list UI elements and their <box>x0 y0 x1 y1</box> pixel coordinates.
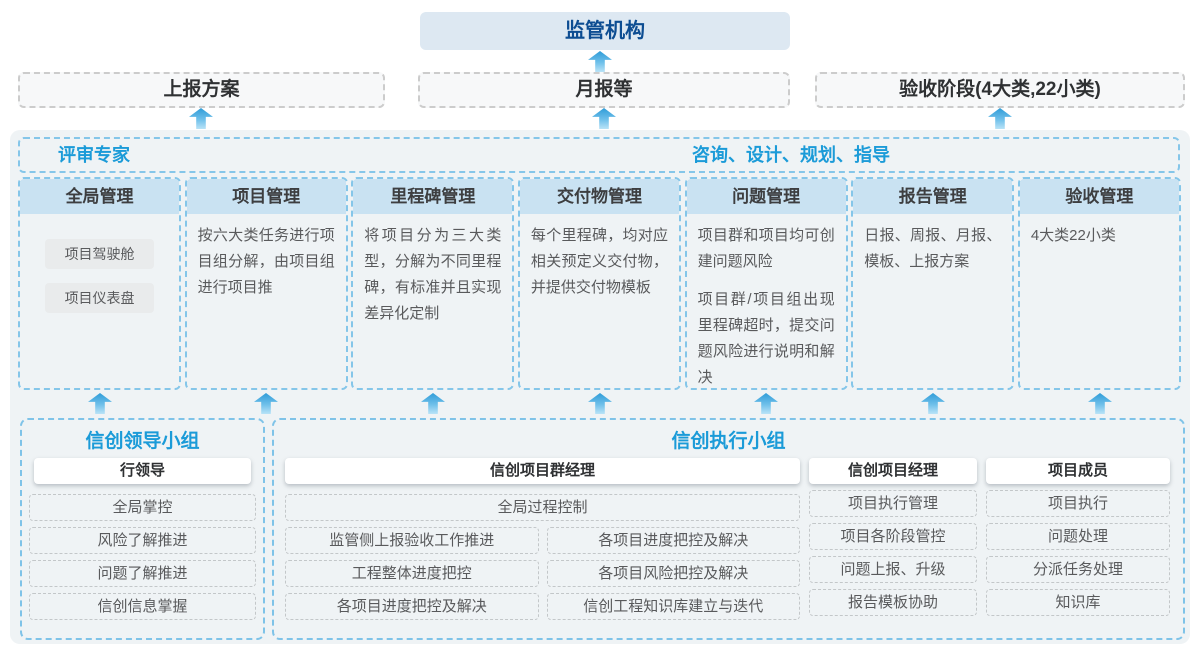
up-arrow-icon <box>189 108 213 129</box>
program-manager-items: 监管侧上报验收工作推进 各项目进度把控及解决 工程整体进度把控 各项目风险把控及… <box>285 527 800 620</box>
column-body: 每个里程碑，均对应相关预定义交付物，并提供交付物模板 <box>520 214 679 301</box>
up-arrow-icon <box>988 108 1012 129</box>
list-item: 问题了解推进 <box>29 560 256 587</box>
execution-group-title: 信创执行小组 <box>671 431 786 452</box>
leadership-items: 全局掌控 风险了解推进 问题了解推进 信创信息掌握 <box>22 484 263 620</box>
column-body: 日报、周报、月报、模板、上报方案 <box>853 214 1012 275</box>
list-item: 工程整体进度把控 <box>285 560 539 587</box>
column-text: 每个里程碑，均对应相关预定义交付物，并提供交付物模板 <box>530 227 669 296</box>
list-item: 各项目风险把控及解决 <box>546 560 800 587</box>
column-body: 按六大类任务进行项目组分解，由项目组进行项目推 <box>187 214 346 301</box>
column-text: 4大类22小类 <box>1030 227 1116 244</box>
column-title: 全局管理 <box>20 179 180 214</box>
column-text: 按六大类任务进行项目组分解，由项目组进行项目推 <box>197 227 335 296</box>
column-body: 项目驾驶舱 项目仪表盘 <box>20 214 179 313</box>
up-arrow-icon <box>588 51 612 72</box>
column-text: 项目群/项目组出现里程碑超时，提交问题风险进行说明和解决 <box>697 291 835 386</box>
column-text: 将项目分为三大类型，分解为不同里程碑，有标准并且实现差异化定制 <box>364 227 502 322</box>
report-plan-box: 上报方案 <box>18 72 385 108</box>
management-columns: 全局管理 项目驾驶舱 项目仪表盘 项目管理 按六大类任务进行项目组分解，由项目组… <box>18 177 1181 390</box>
column-milestone-mgmt: 里程碑管理 将项目分为三大类型，分解为不同里程碑，有标准并且实现差异化定制 <box>351 177 515 390</box>
list-item: 全局掌控 <box>29 494 256 521</box>
leadership-group-box: 信创领导小组 行领导 全局掌控 风险了解推进 问题了解推进 信创信息掌握 <box>20 418 265 640</box>
column-report-mgmt: 报告管理 日报、周报、月报、模板、上报方案 <box>851 177 1015 390</box>
consult-design-label: 咨询、设计、规划、指导 <box>692 145 890 165</box>
up-arrow-icon <box>592 108 616 129</box>
column-text: 项目群和项目均可创建问题风险 <box>697 227 835 270</box>
list-item: 风险了解推进 <box>29 527 256 554</box>
column-body: 4大类22小类 <box>1020 214 1179 249</box>
list-item: 项目执行管理 <box>809 490 977 517</box>
project-dashboard-chip: 项目仪表盘 <box>45 283 155 313</box>
list-item: 知识库 <box>986 589 1170 616</box>
column-title: 验收管理 <box>1019 179 1179 214</box>
list-item: 各项目进度把控及解决 <box>546 527 800 554</box>
column-body: 项目群和项目均可创建问题风险 项目群/项目组出现里程碑超时，提交问题风险进行说明… <box>687 214 846 388</box>
acceptance-phase-box: 验收阶段(4大类,22小类) <box>815 72 1185 108</box>
column-global-mgmt: 全局管理 项目驾驶舱 项目仪表盘 <box>18 177 182 390</box>
list-item: 项目各阶段管控 <box>809 523 977 550</box>
management-panel <box>10 130 1190 644</box>
list-item: 分派任务处理 <box>986 556 1170 583</box>
list-item: 报告模板协助 <box>809 589 977 616</box>
program-manager-group: 信创项目群经理 全局过程控制 监管侧上报验收工作推进 各项目进度把控及解决 工程… <box>285 458 800 620</box>
column-acceptance-mgmt: 验收管理 4大类22小类 <box>1017 177 1181 390</box>
execution-group-box: 信创执行小组 信创项目群经理 全局过程控制 监管侧上报验收工作推进 各项目进度把… <box>272 418 1185 640</box>
project-cockpit-chip: 项目驾驶舱 <box>45 239 155 269</box>
regulator-box: 监管机构 <box>420 12 790 50</box>
execution-roles-row: 信创项目群经理 全局过程控制 监管侧上报验收工作推进 各项目进度把控及解决 工程… <box>274 456 1183 620</box>
leadership-group-title: 信创领导小组 <box>85 431 200 452</box>
list-item: 信创工程知识库建立与迭代 <box>546 593 800 620</box>
list-item: 项目执行 <box>986 490 1170 517</box>
column-title: 问题管理 <box>686 179 846 214</box>
list-item: 问题处理 <box>986 523 1170 550</box>
column-project-mgmt: 项目管理 按六大类任务进行项目组分解，由项目组进行项目推 <box>184 177 348 390</box>
column-issue-mgmt: 问题管理 项目群和项目均可创建问题风险 项目群/项目组出现里程碑超时，提交问题风… <box>684 177 848 390</box>
column-title: 交付物管理 <box>519 179 680 214</box>
list-item: 各项目进度把控及解决 <box>285 593 539 620</box>
review-experts-label: 评审专家 <box>58 145 130 165</box>
experts-bar: 评审专家 咨询、设计、规划、指导 <box>18 137 1180 173</box>
column-body: 将项目分为三大类型，分解为不同里程碑，有标准并且实现差异化定制 <box>353 214 512 327</box>
monthly-report-box: 月报等 <box>418 72 790 108</box>
bank-leader-role-bar: 行领导 <box>34 458 251 484</box>
list-item: 问题上报、升级 <box>809 556 977 583</box>
column-text: 日报、周报、月报、模板、上报方案 <box>864 227 1002 270</box>
column-deliverable-mgmt: 交付物管理 每个里程碑，均对应相关预定义交付物，并提供交付物模板 <box>517 177 682 390</box>
project-member-group: 项目成员 项目执行 问题处理 分派任务处理 知识库 <box>986 458 1170 620</box>
list-item: 全局过程控制 <box>285 494 800 521</box>
column-title: 里程碑管理 <box>353 179 513 214</box>
list-item: 监管侧上报验收工作推进 <box>285 527 539 554</box>
column-title: 报告管理 <box>853 179 1013 214</box>
program-manager-role-bar: 信创项目群经理 <box>285 458 800 484</box>
project-manager-group: 信创项目经理 项目执行管理 项目各阶段管控 问题上报、升级 报告模板协助 <box>809 458 977 620</box>
project-manager-role-bar: 信创项目经理 <box>809 458 977 484</box>
project-member-role-bar: 项目成员 <box>986 458 1170 484</box>
list-item: 信创信息掌握 <box>29 593 256 620</box>
column-title: 项目管理 <box>186 179 346 214</box>
